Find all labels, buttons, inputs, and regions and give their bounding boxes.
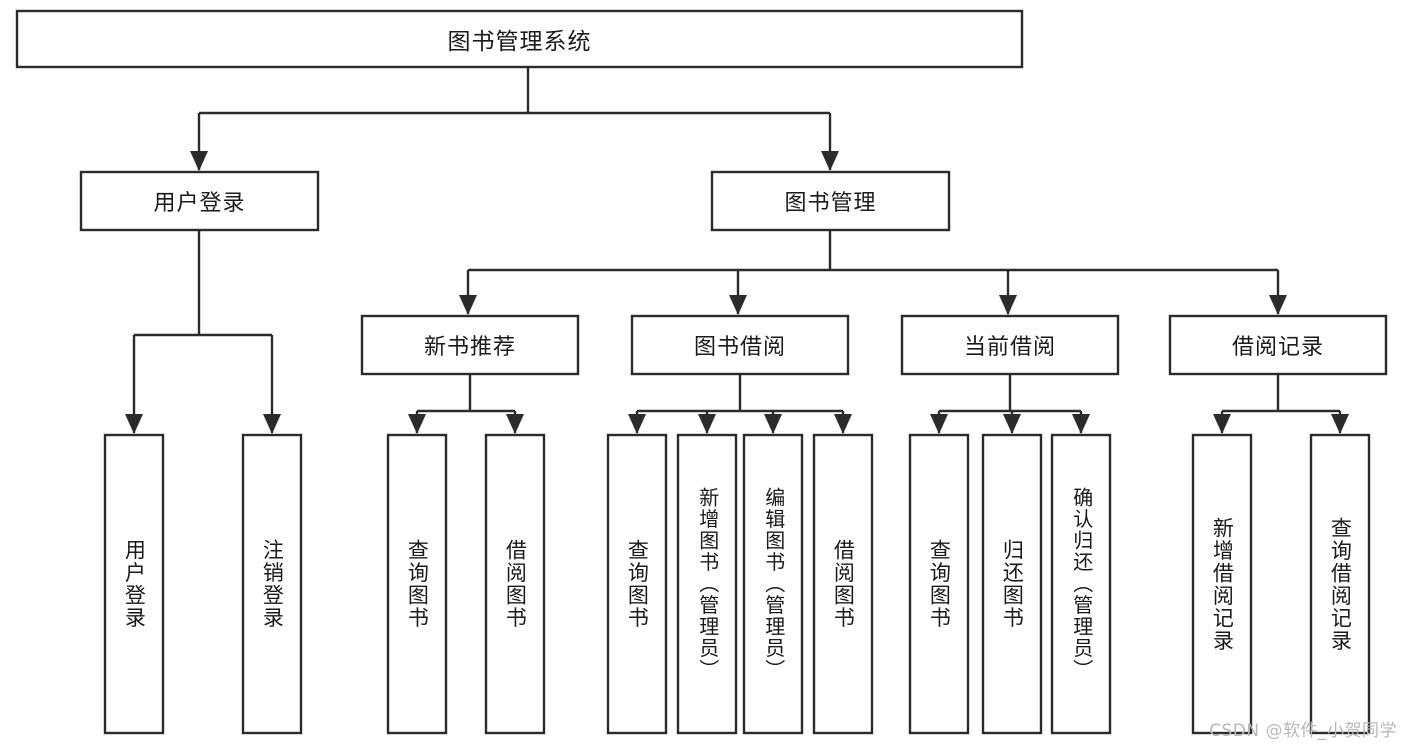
node-leaf-borrow-book-recommend[interactable] <box>486 435 544 733</box>
node-leaf-query-borrow-record[interactable] <box>1311 435 1369 733</box>
csdn-watermark: CSDN @软件_小贺同学 <box>1209 721 1397 741</box>
node-box-book-manage[interactable] <box>710 170 951 232</box>
node-box-leaf-user-logout[interactable] <box>241 433 303 735</box>
node-box-root[interactable] <box>15 9 1024 69</box>
conn-book-manage-bus-arrow-2 <box>999 295 1017 315</box>
node-box-leaf-add-borrow-record[interactable] <box>1191 433 1253 735</box>
node-root[interactable] <box>17 11 1022 67</box>
conn-new-book-bus <box>408 374 524 434</box>
conn-book-manage-bus-arrow-3 <box>1269 295 1287 315</box>
node-box-leaf-user-login[interactable] <box>103 433 165 735</box>
conn-borrow-record-bus-arrow-1 <box>1331 414 1349 434</box>
conn-user-login-bus-arrow-0 <box>125 414 143 434</box>
conn-borrow-record-bus <box>1213 374 1349 434</box>
node-new-book-recommend[interactable] <box>362 316 578 374</box>
node-book-manage[interactable] <box>712 172 949 230</box>
conn-book-manage-bus-arrow-1 <box>729 295 747 315</box>
node-box-leaf-borrow-book-recommend[interactable] <box>484 433 546 735</box>
conn-user-login-bus <box>125 230 281 434</box>
node-current-borrow[interactable] <box>902 316 1118 374</box>
node-leaf-query-book-recommend[interactable] <box>388 435 446 733</box>
node-borrow-record[interactable] <box>1170 316 1386 374</box>
conn-book-borrow-bus <box>628 374 852 434</box>
node-leaf-edit-book[interactable] <box>744 435 802 733</box>
conn-book-borrow-bus-arrow-1 <box>698 414 716 434</box>
node-user-login[interactable] <box>81 172 318 230</box>
conn-book-borrow-bus-arrow-3 <box>834 414 852 434</box>
conn-book-manage-bus <box>459 230 1287 315</box>
node-leaf-borrow-book[interactable] <box>814 435 872 733</box>
conn-current-borrow-bus-arrow-0 <box>930 414 948 434</box>
conn-current-borrow-bus-arrow-1 <box>1003 414 1021 434</box>
node-leaf-return-book[interactable] <box>983 435 1041 733</box>
node-box-leaf-return-book[interactable] <box>981 433 1043 735</box>
node-box-leaf-add-book[interactable] <box>676 433 738 735</box>
conn-user-login-bus-arrow-1 <box>263 414 281 434</box>
node-box-leaf-query-borrow-record[interactable] <box>1309 433 1371 735</box>
node-leaf-confirm-return[interactable] <box>1052 435 1110 733</box>
node-box-user-login[interactable] <box>79 170 320 232</box>
node-leaf-user-logout[interactable] <box>243 435 301 733</box>
node-box-layer <box>15 9 1388 735</box>
node-box-leaf-query-book-borrow[interactable] <box>606 433 668 735</box>
conn-book-borrow-bus-arrow-0 <box>628 414 646 434</box>
node-box-leaf-confirm-return[interactable] <box>1050 433 1112 735</box>
node-box-new-book-recommend[interactable] <box>360 314 580 376</box>
node-leaf-add-book[interactable] <box>678 435 736 733</box>
conn-root-bus-arrow-0 <box>190 151 208 171</box>
node-box-leaf-query-book-recommend[interactable] <box>386 433 448 735</box>
conn-book-borrow-bus-arrow-2 <box>764 414 782 434</box>
node-box-borrow-record[interactable] <box>1168 314 1388 376</box>
connector-layer <box>125 67 1349 434</box>
node-box-current-borrow[interactable] <box>900 314 1120 376</box>
node-box-leaf-borrow-book[interactable] <box>812 433 874 735</box>
node-leaf-query-book-borrow[interactable] <box>608 435 666 733</box>
node-box-leaf-edit-book[interactable] <box>742 433 804 735</box>
conn-book-manage-bus-arrow-0 <box>459 295 477 315</box>
node-leaf-query-book-current[interactable] <box>910 435 968 733</box>
conn-new-book-bus-arrow-1 <box>506 414 524 434</box>
conn-current-borrow-bus-arrow-2 <box>1072 414 1090 434</box>
conn-root-bus <box>190 67 839 171</box>
node-leaf-user-login[interactable] <box>105 435 163 733</box>
conn-borrow-record-bus-arrow-0 <box>1213 414 1231 434</box>
conn-current-borrow-bus <box>930 374 1090 434</box>
node-leaf-add-borrow-record[interactable] <box>1193 435 1251 733</box>
conn-new-book-bus-arrow-0 <box>408 414 426 434</box>
node-book-borrow[interactable] <box>632 316 848 374</box>
node-box-book-borrow[interactable] <box>630 314 850 376</box>
node-box-leaf-query-book-current[interactable] <box>908 433 970 735</box>
conn-root-bus-arrow-1 <box>821 151 839 171</box>
